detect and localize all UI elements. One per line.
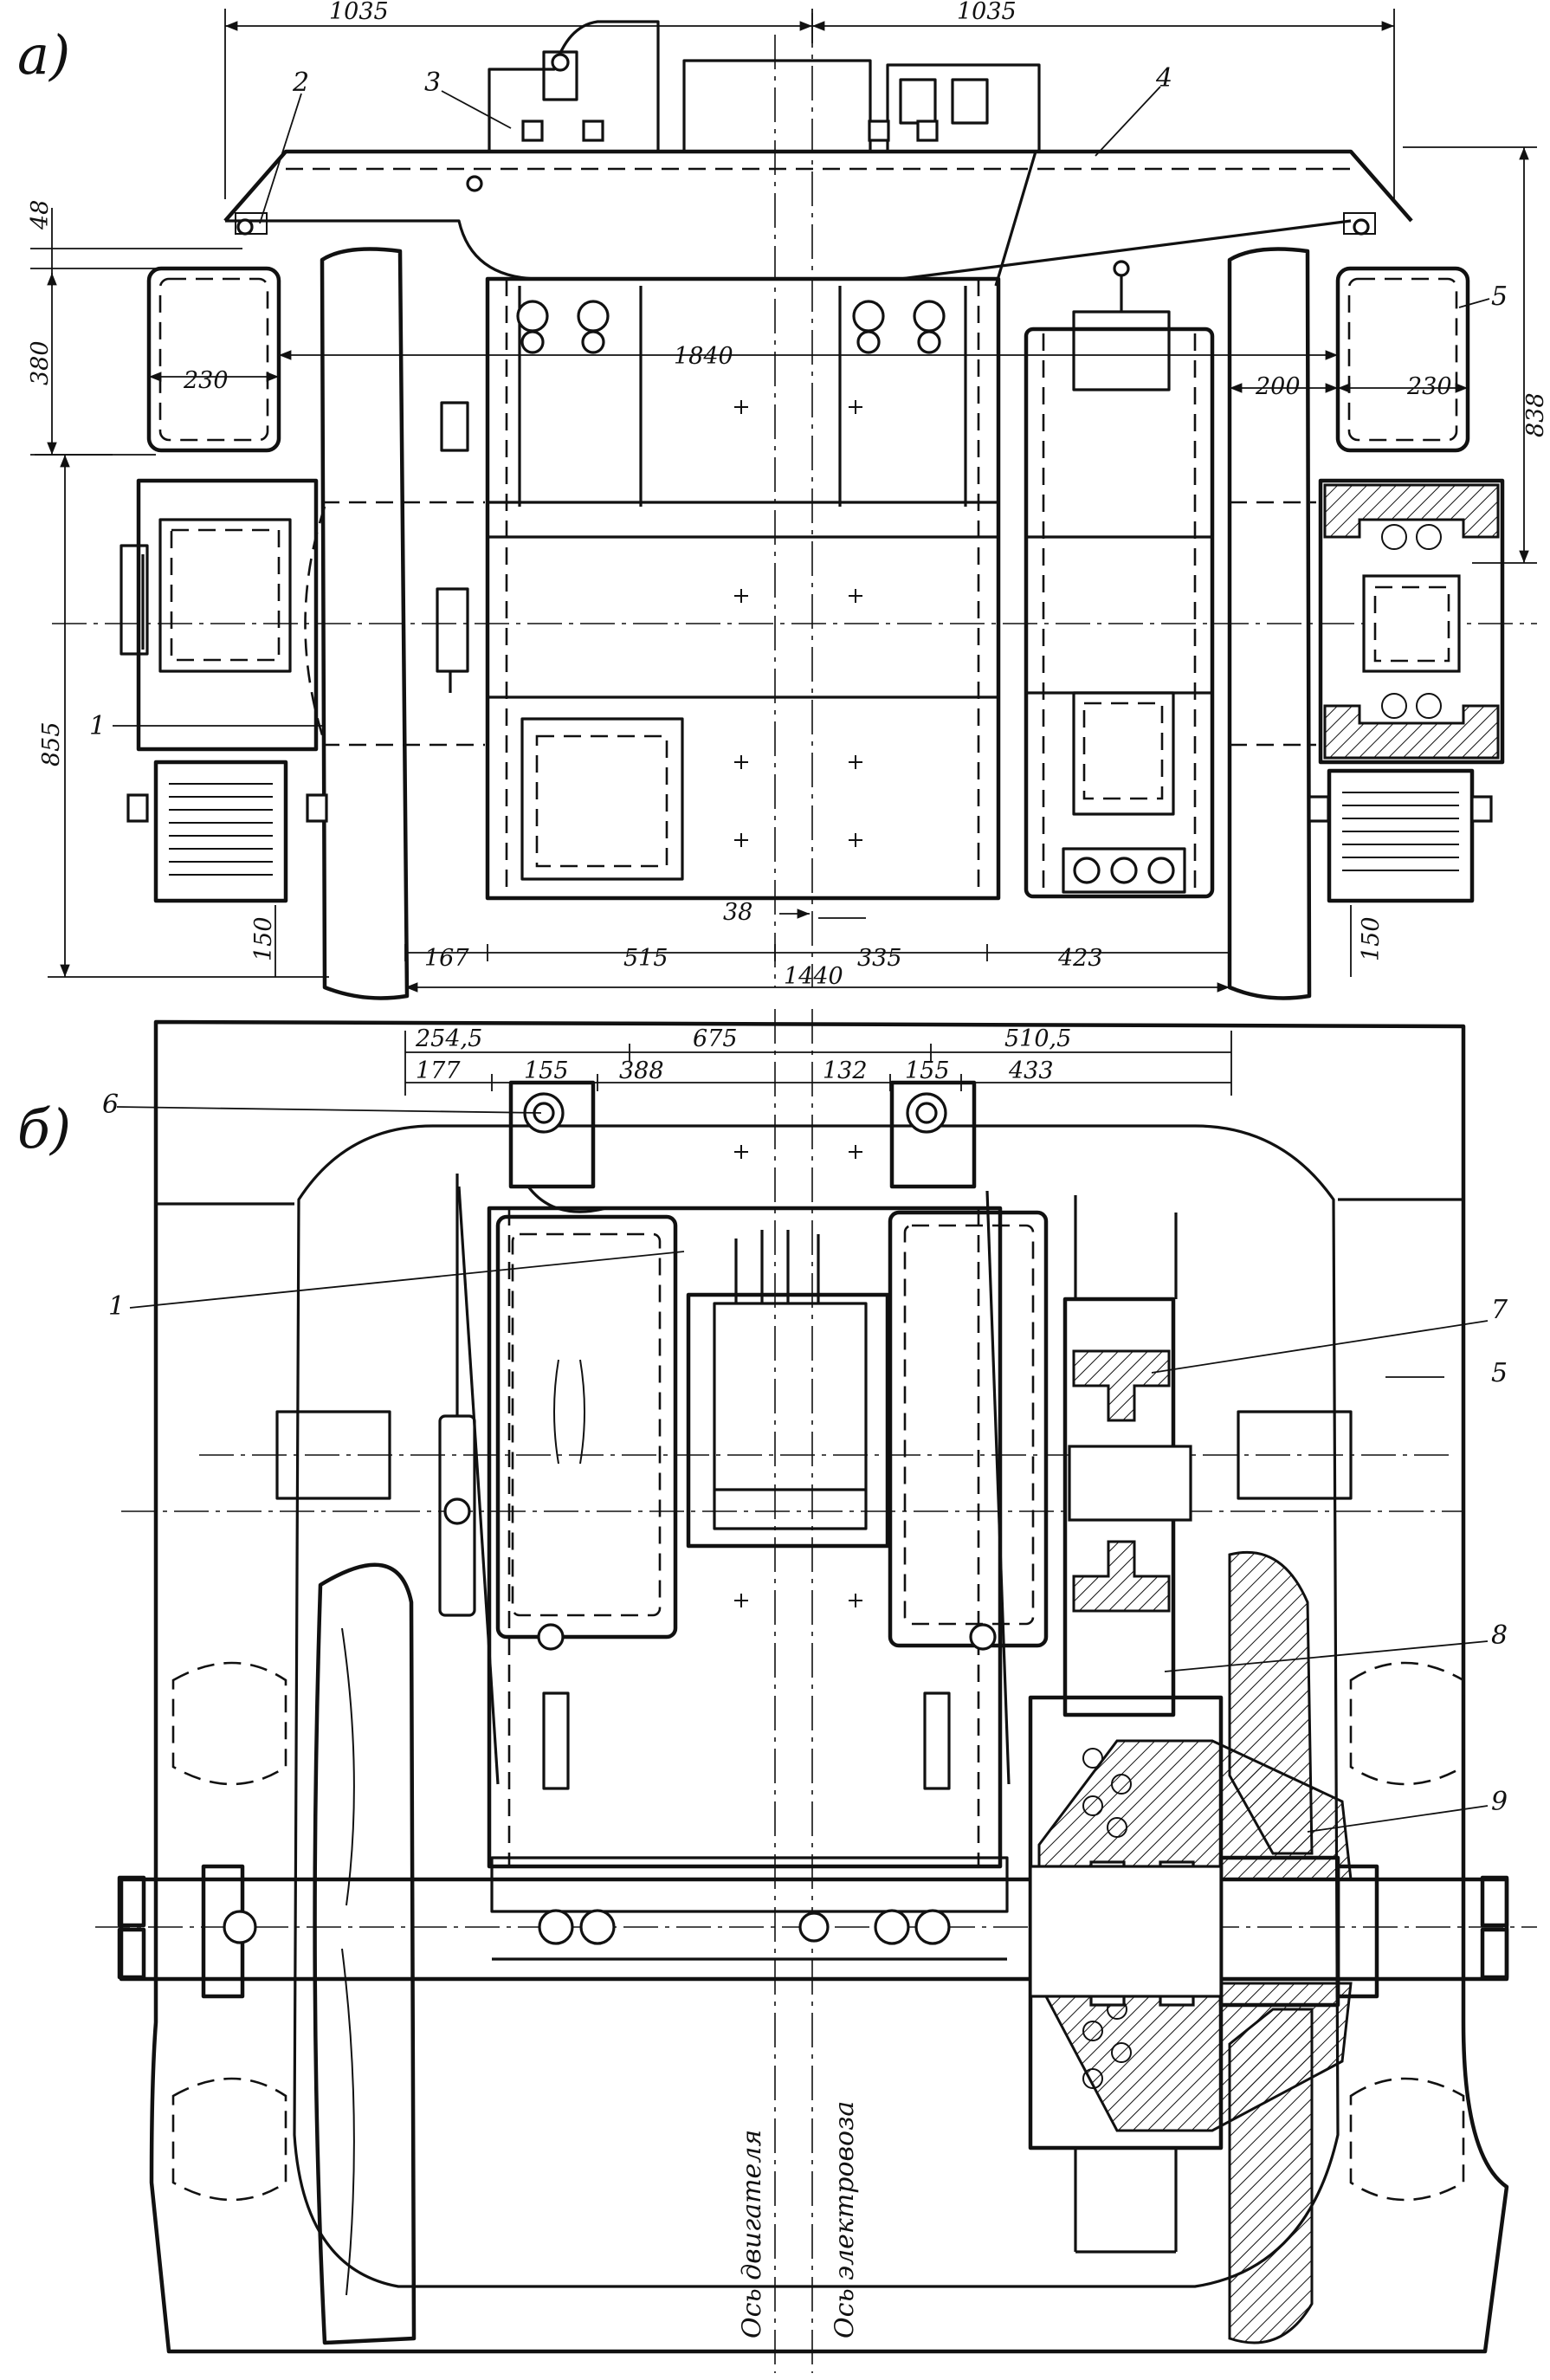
dim-1035-left: 1035	[329, 0, 389, 25]
dimensions-a: 1035 1035 48 380 230 1840 200 230 838	[27, 0, 1549, 993]
callout-a-2: 2	[292, 68, 309, 98]
traction-motor-a	[436, 276, 1001, 901]
dim-150-right: 150	[1358, 916, 1385, 961]
callouts-b: 6 1 7 5 8 9	[102, 1090, 1508, 1833]
dim-855: 855	[38, 721, 65, 766]
callout-a-4: 4	[1155, 63, 1172, 94]
dim-254-5: 254,5	[415, 1025, 482, 1052]
dim-230-right: 230	[1406, 373, 1452, 400]
side-bearer-left	[146, 266, 281, 453]
view-a-label: a)	[17, 23, 70, 87]
dim-675: 675	[693, 1025, 738, 1052]
callout-a-3: 3	[424, 68, 441, 98]
top-brackets	[466, 20, 1041, 287]
wheel-right-a	[1227, 247, 1316, 1000]
dim-167: 167	[424, 945, 469, 972]
callout-b-7: 7	[1491, 1295, 1508, 1325]
dim-1840: 1840	[674, 343, 733, 370]
view-a: a)	[17, 0, 1549, 1000]
dim-838: 838	[1522, 392, 1549, 437]
axle-box-left	[119, 478, 328, 903]
callout-b-9: 9	[1491, 1787, 1508, 1817]
suspension-brackets	[508, 1080, 977, 1213]
wheelset-axle-b	[117, 1855, 1509, 2008]
frame-outline-b	[149, 1019, 1509, 2354]
dim-1035-right: 1035	[957, 0, 1017, 25]
callout-b-1: 1	[108, 1291, 125, 1322]
view-b: б)	[17, 1009, 1537, 2373]
callout-a-1: 1	[89, 711, 106, 741]
gear-assembly-b	[1028, 1195, 1353, 2254]
dim-433: 433	[1008, 1057, 1054, 1084]
dim-335: 335	[857, 945, 902, 972]
brake-rod-left	[438, 1174, 476, 1617]
callout-b-6: 6	[102, 1090, 119, 1120]
dim-38: 38	[723, 899, 752, 926]
dim-230-left: 230	[183, 367, 229, 394]
dim-380: 380	[27, 340, 54, 385]
callout-b-5: 5	[1491, 1358, 1508, 1388]
dimensions-b: 254,5 675 510,5 177 155 388 132 155 433	[404, 1025, 1232, 1096]
traction-motor-b	[457, 1145, 1049, 1869]
gear-case-a	[1024, 260, 1215, 899]
dim-510-5: 510,5	[1004, 1025, 1071, 1052]
callouts-a: 2 3 4 5 1	[89, 63, 1508, 741]
axis-label-motor: Ось двигателя	[737, 2130, 767, 2338]
wheel-right-b	[1228, 1550, 1465, 2344]
axis-label-loco: Ось электровоза	[830, 2101, 860, 2338]
dim-155-right: 155	[905, 1057, 950, 1084]
view-b-label: б)	[17, 1097, 71, 1161]
dim-423: 423	[1057, 945, 1103, 972]
dim-132: 132	[823, 1057, 868, 1084]
dim-150-left: 150	[250, 916, 277, 961]
axle-box-right-section	[1308, 478, 1505, 903]
frame-inner-b	[293, 1124, 1340, 2288]
side-bearer-right	[1335, 266, 1470, 453]
callout-b-8: 8	[1491, 1620, 1508, 1651]
dim-200: 200	[1255, 373, 1301, 400]
wheel-left-b	[171, 1562, 417, 2345]
dim-388: 388	[619, 1057, 664, 1084]
dim-48: 48	[27, 200, 54, 230]
dim-1440: 1440	[784, 963, 843, 990]
dim-515: 515	[623, 945, 668, 972]
callout-a-5: 5	[1491, 281, 1508, 312]
dim-155-left: 155	[524, 1057, 569, 1084]
dim-177: 177	[416, 1057, 461, 1084]
